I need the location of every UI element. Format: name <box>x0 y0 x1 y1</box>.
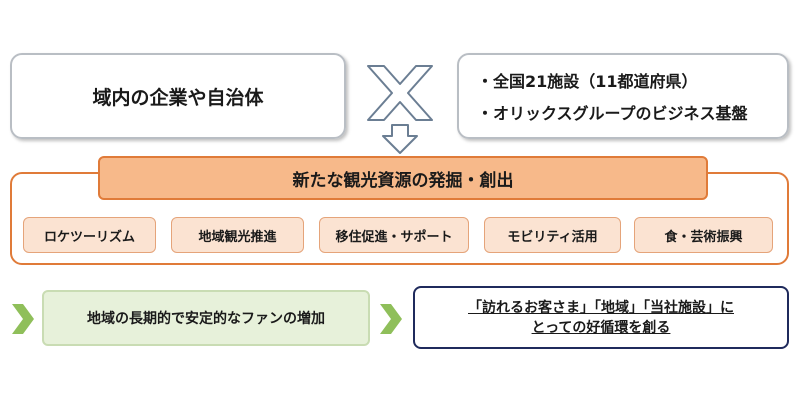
source-box-local-partners: 域内の企業や自治体 <box>10 53 346 139</box>
initiatives-title-text: 新たな観光資源の発掘・創出 <box>292 170 514 191</box>
chevron-right-icon <box>380 304 402 334</box>
initiative-label: 食・芸術振興 <box>664 229 743 245</box>
asset-line-facilities: ・全国21施設（11都道府県） <box>477 72 698 91</box>
outcome-line-1: 「訪れるお客さま」「地域」「当社施設」に <box>468 299 734 316</box>
outcome-line-2: とっての好循環を創る <box>531 319 671 336</box>
asset-line-business-base: ・オリックスグループのビジネス基盤 <box>477 104 748 123</box>
initiative-chip-food-arts: 食・芸術振興 <box>634 217 773 253</box>
outcome-text-fans: 地域の長期的で安定的なファンの増加 <box>87 311 325 327</box>
outcome-box-virtuous-cycle: 「訪れるお客さま」「地域」「当社施設」に とっての好循環を創る <box>413 286 789 349</box>
source-text-local-partners: 域内の企業や自治体 <box>92 86 264 109</box>
initiative-label: 移住促進・サポート <box>335 229 453 245</box>
initiative-chip-location-tourism: ロケツーリズム <box>23 217 156 253</box>
initiative-chip-mobility: モビリティ活用 <box>484 217 621 253</box>
down-arrow-icon <box>382 124 418 154</box>
outcome-box-fans: 地域の長期的で安定的なファンの増加 <box>42 290 370 346</box>
initiative-label: ロケツーリズム <box>43 229 135 245</box>
chevron-right-icon <box>12 304 34 334</box>
source-box-orix-assets: ・全国21施設（11都道府県） ・オリックスグループのビジネス基盤 <box>457 53 789 139</box>
initiatives-title: 新たな観光資源の発掘・創出 <box>98 156 708 200</box>
initiative-label: 地域観光推進 <box>198 229 277 245</box>
cross-arrow-icon <box>367 65 433 121</box>
initiative-chip-migration-support: 移住促進・サポート <box>319 217 469 253</box>
initiative-label: モビリティ活用 <box>507 229 598 245</box>
initiative-chip-regional-tourism: 地域観光推進 <box>171 217 304 253</box>
